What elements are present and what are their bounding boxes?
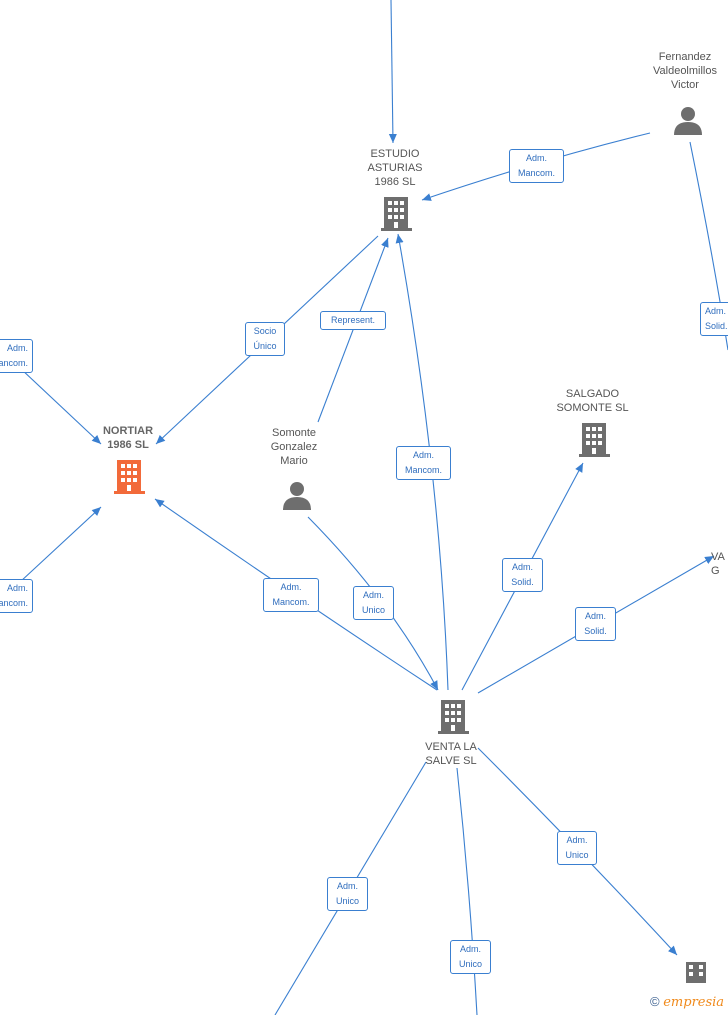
node-label-estudio[interactable]: ESTUDIO ASTURIAS 1986 SL: [367, 148, 423, 188]
edge-label[interactable]: Adm. Mancom.: [263, 578, 319, 612]
building-icon: [579, 423, 610, 457]
building-icon: [438, 700, 469, 734]
edge-venta-bottom: [456, 767, 478, 1015]
node-label-somonte[interactable]: Somonte Gonzalez Mario: [270, 427, 318, 467]
brand-name: mpresia: [670, 995, 725, 1010]
person-icon: [674, 107, 702, 135]
edge-label[interactable]: Adm. Solid.: [575, 607, 616, 641]
edge-label[interactable]: Adm. Mancom.: [396, 446, 451, 480]
edge-label[interactable]: Adm. Unico: [327, 877, 368, 911]
edge-label[interactable]: Adm. Solid.: [502, 558, 543, 592]
node-label-va-partial[interactable]: VA G: [711, 551, 725, 577]
edge-label[interactable]: Socio Único: [245, 322, 285, 356]
edge-left-top-nortiar: [19, 367, 102, 445]
edge-somonte-estudio: [317, 237, 389, 423]
building-icon: [381, 197, 412, 231]
edge-label[interactable]: Adm. Unico: [353, 586, 394, 620]
edge-left-bottom-nortiar: [19, 506, 102, 583]
edge-top-to-estudio: [388, 0, 397, 144]
building-icon-focus: [114, 460, 145, 494]
node-label-fernandez[interactable]: Fernandez Valdeolmillos Victor: [653, 51, 717, 91]
node-label-venta[interactable]: VENTA LA SALVE SL: [425, 741, 477, 767]
person-icon: [283, 482, 311, 510]
node-label-nortiar[interactable]: NORTIAR 1986 SL: [102, 425, 154, 451]
building-icon: [686, 962, 706, 983]
edge-label[interactable]: Represent.: [320, 311, 386, 330]
empresia-watermark[interactable]: © empresia: [650, 994, 724, 1010]
brand-initial: e: [663, 995, 671, 1010]
edge-label[interactable]: Adm. Unico: [450, 940, 491, 974]
edge-label[interactable]: Adm. Mancom.: [0, 579, 33, 613]
edge-label[interactable]: Adm. Mancom.: [509, 149, 564, 183]
node-label-salgado[interactable]: SALGADO SOMONTE SL: [556, 388, 629, 414]
edge-label[interactable]: Adm. Unico: [557, 831, 597, 865]
edge-label[interactable]: Adm. Mancom.: [0, 339, 33, 373]
copyright-symbol: ©: [650, 994, 660, 1009]
edge-label[interactable]: Adm. Solid.: [700, 302, 728, 336]
